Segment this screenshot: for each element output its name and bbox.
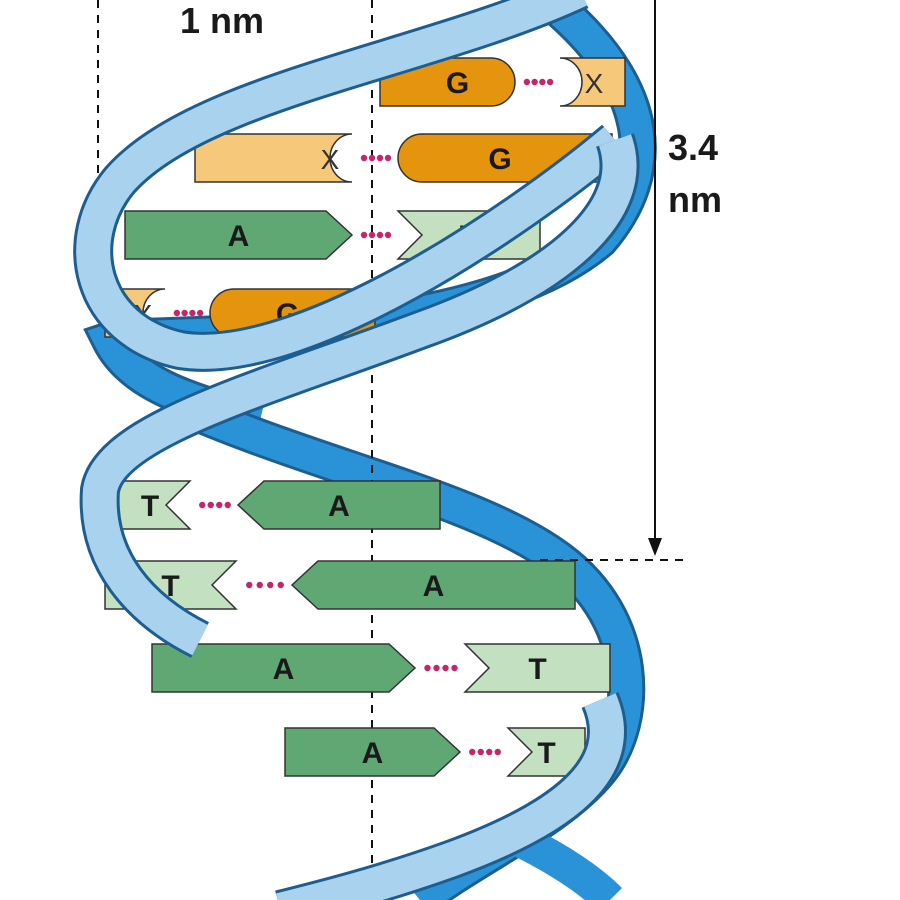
base-left-a — [151, 643, 417, 693]
helix-width-label: 1 nm — [180, 0, 264, 41]
hydrogen-bond-dot — [376, 154, 384, 162]
hydrogen-bond-dot — [173, 309, 181, 317]
base-letter-right: A — [423, 570, 445, 603]
hydrogen-bond-dot — [486, 748, 493, 756]
base-letter-left: A — [362, 737, 384, 770]
hydrogen-bond-dot — [469, 748, 476, 756]
pitch-arrowhead — [648, 538, 662, 556]
base-letter-left: A — [228, 220, 250, 253]
hydrogen-bond-dot — [451, 664, 458, 672]
hydrogen-bond-dot — [546, 78, 554, 86]
hydrogen-bond-dot — [523, 78, 531, 86]
hydrogen-bond-dot — [384, 231, 392, 239]
base-left-a — [284, 727, 462, 777]
base-letter-left: A — [273, 653, 295, 686]
hydrogen-bond-dot — [277, 581, 284, 589]
hydrogen-bond-dot — [246, 581, 253, 589]
base-right-a — [290, 560, 576, 610]
hydrogen-bond-dot — [216, 501, 223, 509]
front-strand — [73, 0, 640, 900]
pitch-unit-label: nm — [668, 179, 722, 220]
hydrogen-bond-dot — [196, 309, 204, 317]
back-backbone-bottom — [512, 824, 623, 900]
pitch-value-label: 3.4 — [668, 127, 718, 168]
hydrogen-bond-dot — [531, 78, 538, 86]
base-letter-right: G — [488, 143, 511, 176]
hydrogen-bond-dot — [376, 231, 384, 239]
hydrogen-bond-dot — [477, 748, 484, 756]
hydrogen-bond-dot — [360, 231, 368, 239]
base-right-x — [559, 57, 626, 107]
base-letter-right: A — [328, 490, 350, 523]
hydrogen-bond-dot — [224, 501, 231, 509]
base-letter-left: T — [141, 490, 159, 523]
hydrogen-bond-dot — [181, 309, 188, 317]
hydrogen-bond-dot — [207, 501, 214, 509]
hydrogen-bond-dot — [424, 664, 431, 672]
hydrogen-bond-dot — [384, 154, 392, 162]
base-letter-left: G — [446, 67, 469, 100]
base-right-a — [236, 480, 441, 530]
hydrogen-bond-dot — [433, 664, 440, 672]
hydrogen-bond-dot — [199, 501, 206, 509]
base-letter-left: X — [321, 144, 340, 175]
base-letter-right: X — [585, 68, 604, 99]
base-right-t — [506, 727, 586, 777]
base-right-t — [463, 643, 611, 693]
front-backbone-lower — [275, 693, 624, 900]
base-letter-right: T — [537, 737, 555, 770]
front-backbone-upper — [76, 0, 626, 369]
hydrogen-bond-dot — [539, 78, 546, 86]
hydrogen-bond-dot — [494, 748, 501, 756]
base-letter-right: T — [528, 653, 546, 686]
hydrogen-bond-dot — [256, 581, 263, 589]
hydrogen-bond-dot — [442, 664, 449, 672]
base-left-x — [194, 133, 353, 183]
hydrogen-bond-dot — [368, 231, 376, 239]
hydrogen-bond-dot — [267, 581, 274, 589]
base-left-a — [124, 210, 354, 260]
hydrogen-bond-dot — [189, 309, 196, 317]
hydrogen-bond-dot — [368, 154, 376, 162]
hydrogen-bond-dot — [360, 154, 368, 162]
front-backbone-middle — [82, 134, 637, 656]
